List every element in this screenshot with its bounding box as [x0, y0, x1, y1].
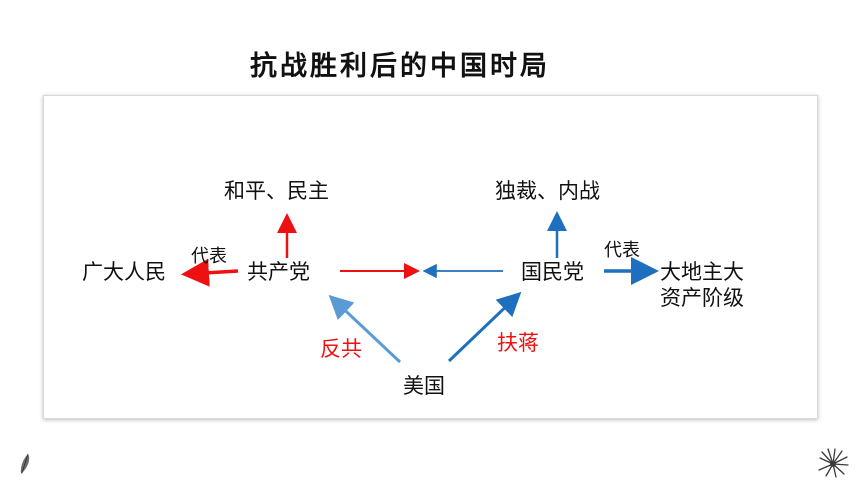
fan-decoration-icon — [818, 448, 849, 478]
node-dictatorship-civil-war: 独裁、内战 — [495, 179, 600, 203]
arrow-usa-to-ccp — [328, 294, 402, 364]
node-peace-democracy: 和平、民主 — [224, 179, 329, 203]
node-usa: 美国 — [403, 374, 445, 398]
arrow-usa-to-kmt — [447, 291, 522, 363]
feather-decoration-icon — [20, 453, 30, 474]
diagram-panel — [43, 95, 818, 419]
edge-label-support-chiang: 扶蒋 — [497, 331, 539, 355]
node-masses: 广大人民 — [82, 260, 166, 284]
arrow-ccp-to-masses — [181, 258, 239, 287]
node-landlords-line2: 资产阶级 — [660, 286, 744, 310]
edge-label-anti-communist: 反共 — [320, 337, 362, 361]
edge-label-represents-left: 代表 — [191, 246, 227, 267]
node-ccp: 共产党 — [247, 260, 310, 284]
node-kmt: 国民党 — [521, 260, 584, 284]
page-title: 抗战胜利后的中国时局 — [250, 51, 550, 82]
edge-label-represents-right: 代表 — [604, 240, 640, 261]
node-landlords-line1: 大地主大 — [660, 260, 744, 284]
